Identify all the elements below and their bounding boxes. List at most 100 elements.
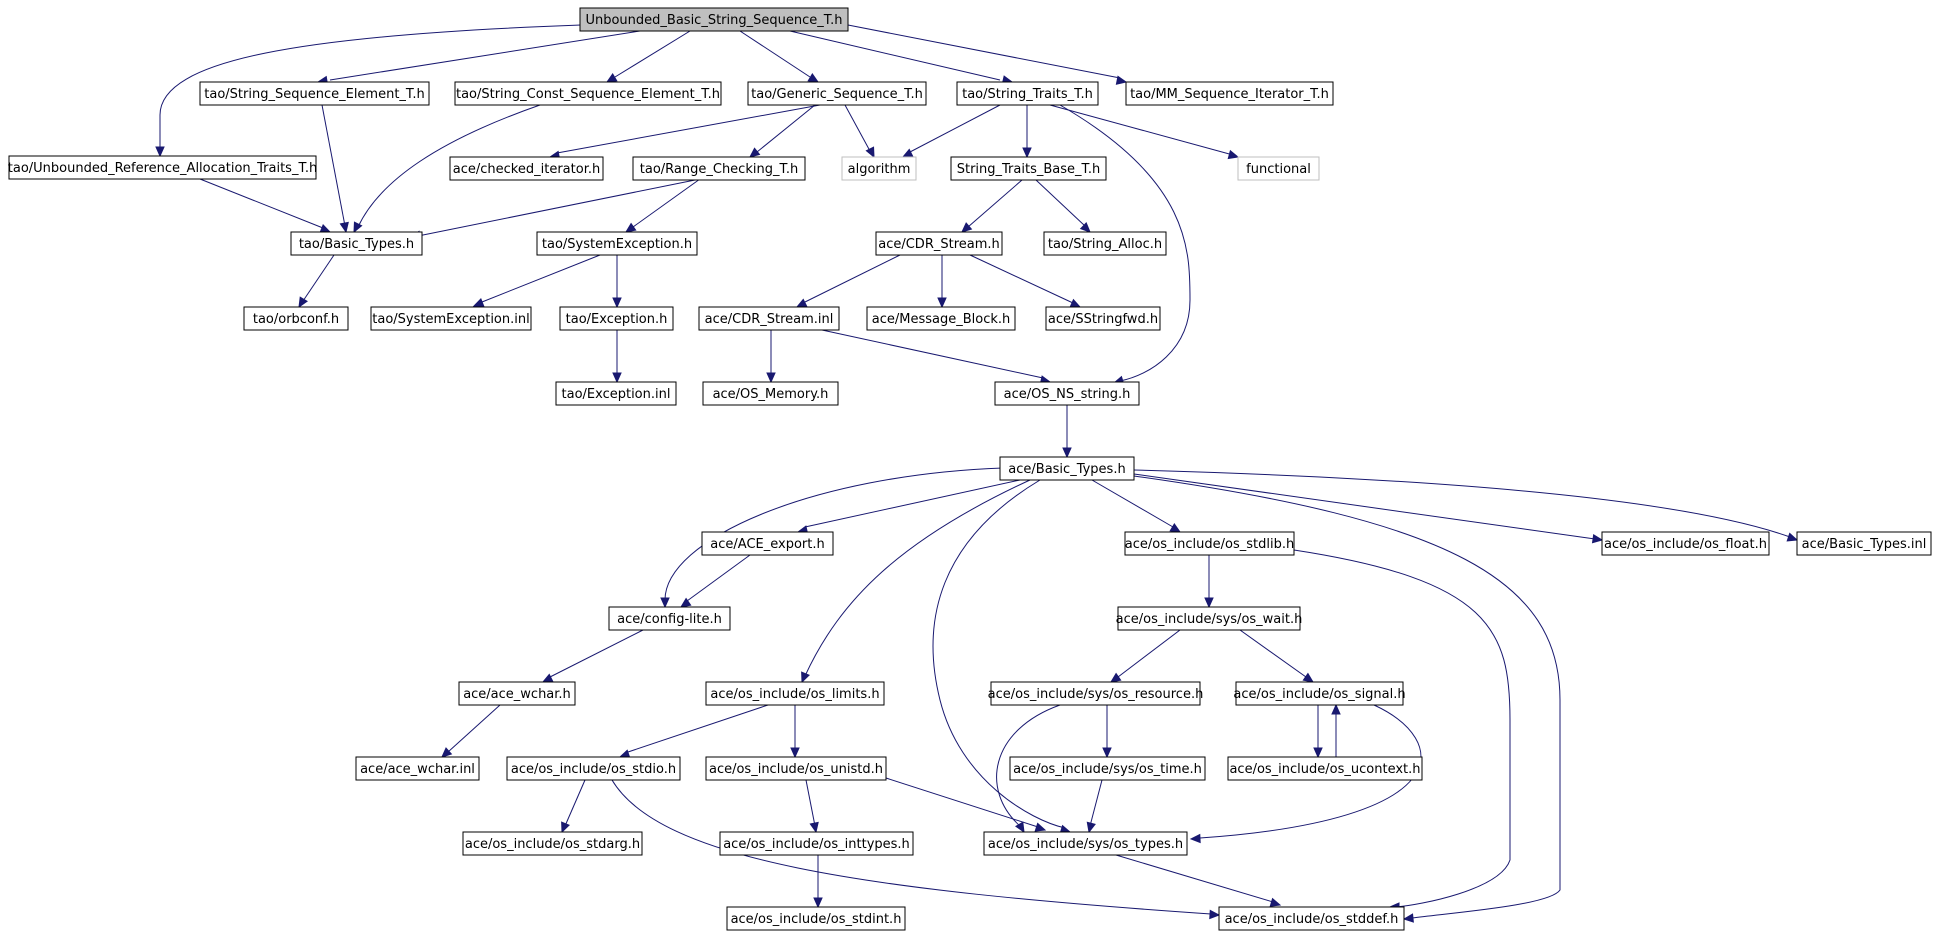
node-ssf[interactable]: ace/SStringfwd.h	[1045, 306, 1161, 331]
node-abtinl[interactable]: ace/Basic_Types.inl	[1796, 531, 1932, 556]
node-func[interactable]: functional	[1237, 156, 1320, 181]
node-box[interactable]	[290, 231, 423, 256]
node-stdarg[interactable]: ace/os_include/os_stdarg.h	[462, 831, 643, 856]
node-box[interactable]	[1045, 306, 1161, 331]
node-root[interactable]: Unbounded_Basic_String_Sequence_T.h	[579, 7, 849, 32]
node-types[interactable]: ace/os_include/sys/os_types.h	[983, 831, 1188, 856]
node-alg[interactable]: algorithm	[841, 156, 917, 181]
node-box[interactable]	[705, 756, 887, 781]
node-box[interactable]	[705, 681, 885, 706]
node-box[interactable]	[458, 681, 576, 706]
node-sig[interactable]: ace/os_include/os_signal.h	[1233, 681, 1406, 706]
node-stb[interactable]: String_Traits_Base_T.h	[950, 156, 1107, 181]
arrowhead	[353, 221, 363, 234]
node-box[interactable]	[632, 156, 806, 181]
node-box[interactable]	[454, 81, 722, 106]
node-tbt[interactable]: tao/Basic_Types.h	[290, 231, 423, 256]
node-sse[interactable]: tao/String_Sequence_Element_T.h	[199, 81, 430, 106]
node-wcinl[interactable]: ace/ace_wchar.inl	[355, 756, 480, 781]
node-box[interactable]	[956, 81, 1099, 106]
node-orb[interactable]: tao/orbconf.h	[243, 306, 349, 331]
node-seinl[interactable]: tao/SystemException.inl	[370, 306, 532, 331]
node-box[interactable]	[950, 156, 1107, 181]
node-box[interactable]	[866, 306, 1016, 331]
node-box[interactable]	[559, 306, 674, 331]
node-cdr[interactable]: ace/CDR_Stream.h	[875, 231, 1003, 256]
node-box[interactable]	[1009, 756, 1206, 781]
node-time[interactable]: ace/os_include/sys/os_time.h	[1009, 756, 1206, 781]
node-box[interactable]	[8, 155, 317, 180]
node-unistd[interactable]: ace/os_include/os_unistd.h	[705, 756, 887, 781]
node-wchar[interactable]: ace/ace_wchar.h	[458, 681, 576, 706]
node-rc[interactable]: tao/Range_Checking_T.h	[632, 156, 806, 181]
node-box[interactable]	[999, 456, 1135, 481]
node-box[interactable]	[243, 306, 349, 331]
node-box[interactable]	[1125, 81, 1334, 106]
node-box[interactable]	[608, 606, 731, 631]
node-abt[interactable]: ace/Basic_Types.h	[999, 456, 1135, 481]
node-box[interactable]	[1235, 681, 1404, 706]
node-limits[interactable]: ace/os_include/os_limits.h	[705, 681, 885, 706]
edge-root-to-strt	[789, 30, 1014, 85]
arrowhead	[612, 372, 622, 384]
node-stdio[interactable]: ace/os_include/os_stdio.h	[506, 756, 681, 781]
node-uctx[interactable]: ace/os_include/os_ucontext.h	[1227, 756, 1423, 781]
node-box[interactable]	[579, 7, 849, 32]
node-scse[interactable]: tao/String_Const_Sequence_Element_T.h	[454, 81, 722, 106]
node-gs[interactable]: tao/Generic_Sequence_T.h	[747, 81, 927, 106]
node-cfg[interactable]: ace/config-lite.h	[608, 606, 731, 631]
node-box[interactable]	[841, 156, 917, 181]
node-mb[interactable]: ace/Message_Block.h	[866, 306, 1016, 331]
node-box[interactable]	[1601, 531, 1770, 556]
node-box[interactable]	[1796, 531, 1932, 556]
node-box[interactable]	[536, 231, 698, 256]
node-box[interactable]	[875, 231, 1003, 256]
node-chk[interactable]: ace/checked_iterator.h	[449, 156, 604, 181]
node-box[interactable]	[698, 306, 840, 331]
node-box[interactable]	[747, 81, 927, 106]
node-box[interactable]	[1043, 231, 1167, 256]
node-float[interactable]: ace/os_include/os_float.h	[1601, 531, 1770, 556]
node-box[interactable]	[719, 831, 914, 856]
node-wait[interactable]: ace/os_include/sys/os_wait.h	[1116, 606, 1303, 631]
node-salloc[interactable]: tao/String_Alloc.h	[1043, 231, 1167, 256]
node-intt[interactable]: ace/os_include/os_inttypes.h	[719, 831, 914, 856]
node-box[interactable]	[983, 831, 1188, 856]
node-box[interactable]	[555, 381, 677, 406]
node-box[interactable]	[701, 531, 834, 556]
node-box[interactable]	[994, 381, 1140, 406]
node-box[interactable]	[1218, 906, 1405, 931]
node-se[interactable]: tao/SystemException.h	[536, 231, 698, 256]
node-box[interactable]	[355, 756, 480, 781]
node-label: tao/SystemException.h	[542, 237, 692, 252]
node-box[interactable]	[702, 381, 839, 406]
node-strt[interactable]: tao/String_Traits_T.h	[956, 81, 1099, 106]
node-stddef[interactable]: ace/os_include/os_stddef.h	[1218, 906, 1405, 931]
node-box[interactable]	[1117, 606, 1301, 631]
node-box[interactable]	[1124, 531, 1295, 556]
node-box[interactable]	[449, 156, 604, 181]
node-stdint[interactable]: ace/os_include/os_stdint.h	[726, 906, 906, 931]
node-box[interactable]	[1227, 756, 1423, 781]
node-osmem[interactable]: ace/OS_Memory.h	[702, 381, 839, 406]
node-label: ace/os_include/sys/os_types.h	[988, 837, 1183, 852]
node-box[interactable]	[1237, 156, 1320, 181]
node-exc[interactable]: tao/Exception.h	[559, 306, 674, 331]
node-box[interactable]	[506, 756, 681, 781]
node-box[interactable]	[370, 306, 532, 331]
edge-line	[1035, 179, 1086, 227]
node-mmsi[interactable]: tao/MM_Sequence_Iterator_T.h	[1125, 81, 1334, 106]
node-box[interactable]	[462, 831, 643, 856]
node-osns[interactable]: ace/OS_NS_string.h	[994, 381, 1140, 406]
arrowhead	[155, 146, 165, 158]
node-acex[interactable]: ace/ACE_export.h	[701, 531, 834, 556]
node-box[interactable]	[199, 81, 430, 106]
node-cdrinl[interactable]: ace/CDR_Stream.inl	[698, 306, 840, 331]
node-urat[interactable]: tao/Unbounded_Reference_Allocation_Trait…	[8, 155, 317, 180]
node-res[interactable]: ace/os_include/sys/os_resource.h	[988, 681, 1204, 706]
arrowhead	[660, 597, 670, 609]
node-box[interactable]	[726, 906, 906, 931]
node-stdlib[interactable]: ace/os_include/os_stdlib.h	[1124, 531, 1295, 556]
node-box[interactable]	[990, 681, 1201, 706]
node-excinl[interactable]: tao/Exception.inl	[555, 381, 677, 406]
